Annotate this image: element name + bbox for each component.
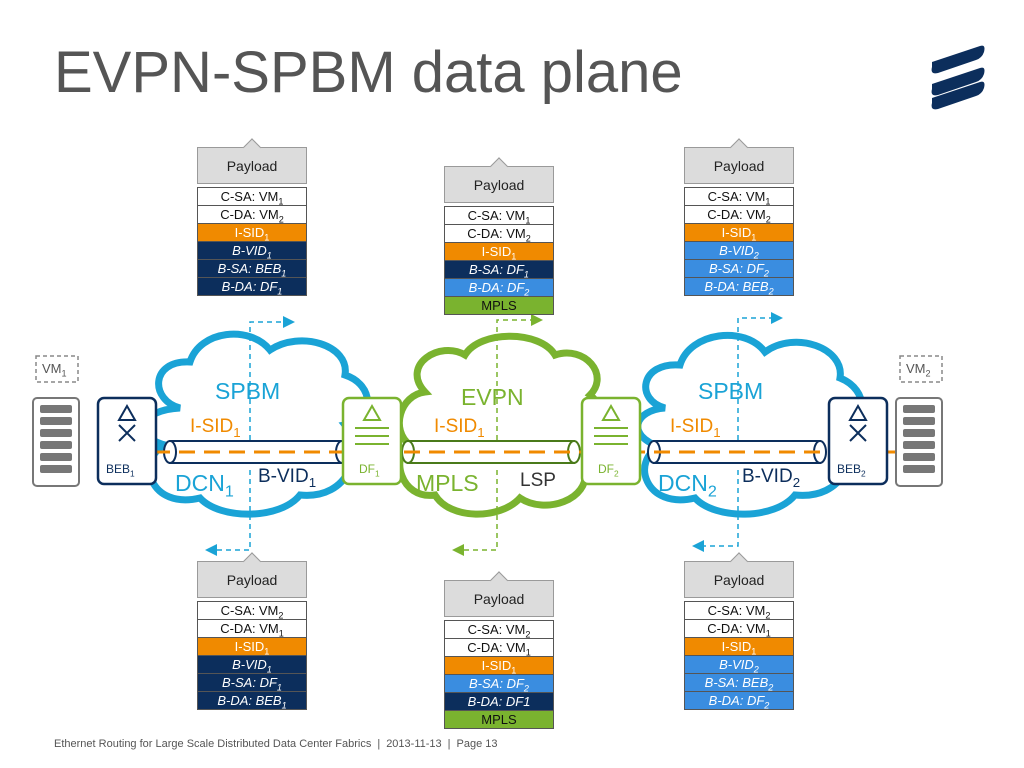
header-field-row: I-SID1 xyxy=(444,243,554,262)
isid-left-label: I-SID1 xyxy=(190,416,241,440)
dcn2-label: DCN2 xyxy=(658,470,717,501)
spbm-left-label: SPBM xyxy=(215,378,281,404)
footer-page: Page 13 xyxy=(456,738,498,750)
header-field-row: C-SA: VM1 xyxy=(684,187,794,207)
footer-date: 2013-11-13 xyxy=(386,738,442,750)
payload-label: Payload xyxy=(473,590,525,607)
flow-arrow-bottom-left xyxy=(205,470,251,556)
payload-cell: Payload xyxy=(444,571,554,617)
flow-arrow-top-right xyxy=(737,312,783,440)
header-field-row: B-VID2 xyxy=(684,242,794,261)
header-field-row: MPLS xyxy=(444,297,554,315)
payload-label: Payload xyxy=(713,157,765,174)
beb2-switch xyxy=(827,396,889,486)
header-field-row: B-DA: BEB1 xyxy=(197,692,307,711)
df1-router xyxy=(341,396,403,486)
footer-doc: Ethernet Routing for Large Scale Distrib… xyxy=(54,738,372,750)
header-field-row: I-SID1 xyxy=(197,224,307,243)
header-field-row: I-SID1 xyxy=(197,638,307,657)
header-field-row: MPLS xyxy=(444,711,554,729)
header-field-row: B-SA: DF1 xyxy=(197,674,307,693)
isid-mid-label: I-SID1 xyxy=(434,416,485,440)
flow-arrow-bottom-right xyxy=(692,470,739,552)
payload-cell: Payload xyxy=(444,157,554,203)
flow-arrow-bottom-mid xyxy=(452,470,498,556)
vm1-label: VM1 xyxy=(42,361,67,379)
header-field-row: C-DA: VM2 xyxy=(197,206,307,225)
header-field-row: C-SA: VM1 xyxy=(444,206,554,226)
header-field-row: C-DA: VM1 xyxy=(197,620,307,639)
df1-label: DF1 xyxy=(359,462,380,479)
header-field-row: C-DA: VM2 xyxy=(444,225,554,244)
header-field-row: C-DA: VM1 xyxy=(684,620,794,639)
payload-cell: Payload xyxy=(197,138,307,184)
header-field-row: C-DA: VM1 xyxy=(444,639,554,658)
page-title: EVPN-SPBM data plane xyxy=(54,40,683,105)
header-field-row: B-DA: BEB2 xyxy=(684,278,794,297)
header-field-row: I-SID1 xyxy=(684,224,794,243)
df2-router xyxy=(580,396,642,486)
df2-label: DF2 xyxy=(598,462,619,479)
flow-arrow-top-left xyxy=(249,316,295,440)
spbm-right-label: SPBM xyxy=(698,378,764,404)
bvid2-label: B-VID2 xyxy=(742,466,801,490)
beb2-label: BEB2 xyxy=(837,462,866,479)
vm2-label: VM2 xyxy=(906,361,931,379)
header-field-row: B-SA: DF2 xyxy=(444,675,554,694)
header-field-row: C-SA: VM2 xyxy=(444,620,554,640)
isid-right-label: I-SID1 xyxy=(670,416,721,440)
ericsson-logo xyxy=(931,45,985,110)
beb1-label: BEB1 xyxy=(106,462,135,479)
server-icon-right xyxy=(895,397,943,487)
header-field-row: B-DA: DF1 xyxy=(197,278,307,297)
payload-cell: Payload xyxy=(684,138,794,184)
header-field-row: B-SA: DF1 xyxy=(444,261,554,280)
header-field-row: B-DA: DF2 xyxy=(444,279,554,298)
header-field-row: B-SA: BEB2 xyxy=(684,674,794,693)
payload-cell: Payload xyxy=(197,552,307,598)
header-field-row: C-DA: VM2 xyxy=(684,206,794,225)
header-field-row: C-SA: VM2 xyxy=(684,601,794,621)
payload-cell: Payload xyxy=(684,552,794,598)
header-field-row: B-DA: DF1 xyxy=(444,693,554,711)
header-field-row: B-SA: DF2 xyxy=(684,260,794,279)
payload-label: Payload xyxy=(226,157,278,174)
vm1-box xyxy=(35,355,79,383)
header-field-row: I-SID1 xyxy=(684,638,794,657)
footer: Ethernet Routing for Large Scale Distrib… xyxy=(54,738,498,750)
vm2-box xyxy=(899,355,943,383)
header-field-row: I-SID1 xyxy=(444,657,554,676)
beb1-switch xyxy=(96,396,158,486)
header-field-row: B-VID1 xyxy=(197,242,307,261)
header-field-row: C-SA: VM2 xyxy=(197,601,307,621)
payload-label: Payload xyxy=(226,571,278,588)
bvid1-label: B-VID1 xyxy=(258,466,317,490)
mpls-label: MPLS xyxy=(416,470,479,496)
header-field-row: B-DA: DF2 xyxy=(684,692,794,711)
dcn1-label: DCN1 xyxy=(175,470,234,501)
lsp-label: LSP xyxy=(520,470,556,491)
header-field-row: C-SA: VM1 xyxy=(197,187,307,207)
flow-arrow-top-mid xyxy=(496,314,543,440)
header-field-row: B-VID2 xyxy=(684,656,794,675)
header-field-row: B-SA: BEB1 xyxy=(197,260,307,279)
evpn-label: EVPN xyxy=(461,384,524,410)
header-field-row: B-VID1 xyxy=(197,656,307,675)
payload-label: Payload xyxy=(713,571,765,588)
server-icon-left xyxy=(32,397,80,487)
payload-label: Payload xyxy=(473,176,525,193)
